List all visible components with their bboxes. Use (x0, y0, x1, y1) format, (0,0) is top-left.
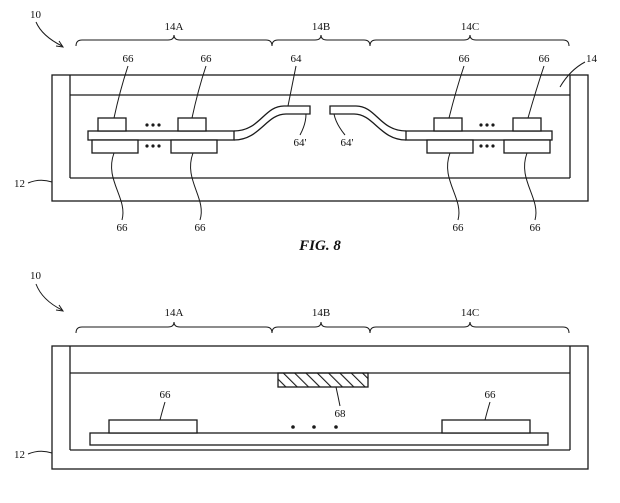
fig8-flex-label: 64 (291, 53, 303, 65)
fig8-component-top-4 (512, 117, 542, 132)
fig8-leader-66-top-2 (191, 65, 207, 119)
fig9-brace-b (271, 321, 371, 334)
fig8-device-arrowhead (55, 40, 65, 48)
fig8-layer-leader (559, 61, 586, 88)
fig8-ellipsis-bottom-right (479, 144, 495, 148)
fig8-leader-66-bottom-1 (111, 152, 124, 221)
fig8-flex-left (233, 105, 311, 141)
fig8-leader-66-bottom-2 (190, 152, 202, 221)
fig9-housing-label: 12 (14, 449, 25, 461)
fig8-device-leader (35, 21, 63, 47)
fig9-center-leader (335, 386, 341, 407)
fig8-region-b-label: 14B (312, 21, 330, 33)
fig8-flex-end-left-label: 64' (294, 137, 307, 149)
fig8-flex-end-right-leader (333, 113, 346, 136)
fig8-ellipsis-top-right (479, 123, 495, 127)
fig8-layer-label: 14 (586, 53, 598, 65)
fig8-label-66-top-3: 66 (459, 53, 471, 65)
fig8-label-66-top-4: 66 (539, 53, 551, 65)
fig8-flex-end-right-label: 64' (341, 137, 354, 149)
fig9-housing-leader (27, 450, 53, 455)
fig8-region-c-label: 14C (461, 21, 479, 33)
fig8-housing-leader (27, 179, 53, 184)
fig8-component-bottom-3 (426, 139, 474, 154)
fig8-label-66-bottom-3: 66 (453, 222, 465, 234)
fig8-flex-leader (287, 65, 297, 107)
fig8-housing-label: 12 (14, 178, 25, 190)
fig8-brace-c (369, 34, 570, 47)
fig8-label-66-top-2: 66 (201, 53, 213, 65)
fig8-flex-end-left-leader (299, 113, 307, 136)
fig9-region-a-label: 14A (165, 307, 184, 319)
fig8-component-top-2 (177, 117, 207, 132)
fig9-brace-c (369, 321, 570, 334)
fig9-device-label: 10 (30, 270, 42, 282)
fig8-brace-a (75, 34, 273, 47)
fig8-right-substrate (405, 130, 553, 141)
fig9-leader-66-left (159, 401, 166, 421)
fig8-leader-66-bottom-4 (524, 152, 537, 221)
fig8-flex-right (329, 105, 407, 141)
fig8-leader-66-top-4 (527, 65, 545, 119)
fig8-component-bottom-4 (503, 139, 551, 154)
fig8-component-top-3 (433, 117, 463, 132)
fig9-leader-66-right (484, 401, 491, 421)
fig8-region-a-label: 14A (165, 21, 184, 33)
fig9-region-c-label: 14C (461, 307, 479, 319)
figure-9: 10 14A 14B 14C 12 68 66 66 (14, 270, 589, 470)
fig8-leader-66-top-1 (113, 65, 129, 119)
fig8-device-label: 10 (30, 9, 42, 21)
fig8-label-66-bottom-1: 66 (117, 222, 129, 234)
fig9-label-66-right: 66 (485, 389, 497, 401)
fig8-brace-b (271, 34, 371, 47)
fig9-ellipsis (291, 425, 338, 429)
fig8-label-66-bottom-2: 66 (195, 222, 207, 234)
fig9-housing (51, 345, 589, 470)
fig8-leader-66-top-3 (448, 65, 465, 119)
fig8-leader-66-bottom-3 (447, 152, 460, 221)
fig8-ellipsis-bottom-left (145, 144, 161, 148)
fig9-center-label: 68 (335, 408, 347, 420)
fig8-component-top-1 (97, 117, 127, 132)
fig8-ellipsis-top-left (145, 123, 161, 127)
fig9-label-66-left: 66 (160, 389, 172, 401)
fig8-component-bottom-1 (91, 139, 139, 154)
fig9-component-right (441, 419, 531, 434)
figure-8: 10 14A 14B 14C 12 14 (14, 9, 598, 254)
fig8-label-66-bottom-4: 66 (530, 222, 542, 234)
fig9-device-leader (35, 283, 63, 311)
fig9-region-b-label: 14B (312, 307, 330, 319)
fig9-device-arrowhead (55, 304, 65, 312)
fig9-component-left (108, 419, 198, 434)
fig8-housing (51, 74, 589, 202)
fig9-hatched-element-68 (277, 372, 369, 388)
fig9-substrate (89, 432, 549, 446)
fig8-caption: FIG. 8 (298, 238, 341, 254)
fig8-component-bottom-2 (170, 139, 218, 154)
fig8-left-substrate (87, 130, 235, 141)
fig8-label-66-top-1: 66 (123, 53, 135, 65)
fig9-brace-a (75, 321, 273, 334)
